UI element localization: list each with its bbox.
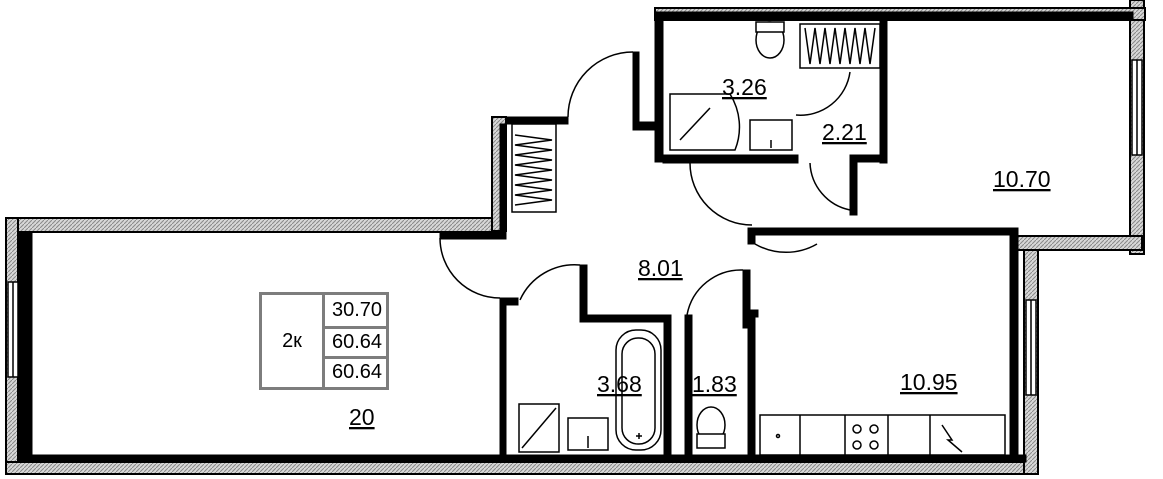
room-area-living: 20	[349, 404, 375, 430]
room-area-bedroom: 10.70	[993, 166, 1051, 192]
apartment-type-label: 2к	[282, 329, 302, 352]
apartment-value-1: 30.70	[331, 298, 383, 321]
room-area-bathroom-bottom: 3.68	[597, 371, 642, 397]
storage-units	[511, 23, 881, 213]
apartment-values: 30.70 60.64 60.64	[322, 295, 389, 387]
apartment-value-3: 60.64	[325, 356, 389, 387]
room-area-bathroom-top: 3.26	[722, 74, 767, 100]
room-area-kitchen: 10.95	[900, 369, 958, 395]
apartment-value-2: 60.64	[325, 325, 389, 357]
windows	[7, 59, 1143, 396]
apartment-info-table: 2к 30.70 60.64 60.64	[259, 292, 389, 390]
room-area-hallway: 8.01	[638, 255, 683, 281]
kitchen-units	[759, 414, 1006, 456]
bathroom-bottom-fixtures	[518, 329, 726, 453]
interior-walls	[17, 11, 1134, 463]
room-area-toilet: 1.83	[692, 371, 737, 397]
doors	[439, 51, 851, 316]
room-area-wardrobe: 2.21	[822, 119, 867, 145]
exterior-walls	[5, 0, 1146, 475]
bathroom-top-fixtures	[669, 21, 793, 151]
